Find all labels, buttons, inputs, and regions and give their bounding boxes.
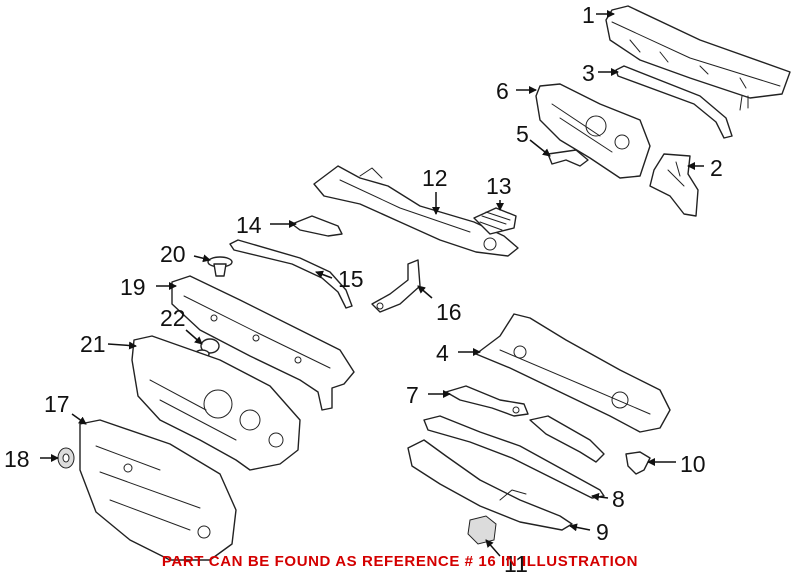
- callout-13: 13: [486, 173, 512, 199]
- part-8-beam-upper: [529, 415, 605, 463]
- part-18-plug: [57, 447, 75, 469]
- callout-19: 19: [120, 274, 146, 300]
- callout-3: 3: [582, 60, 595, 86]
- callout-10: 10: [680, 451, 706, 477]
- callout-9: 9: [596, 519, 609, 545]
- callout-18: 18: [4, 446, 30, 472]
- part-7-reinforcement: [445, 385, 529, 417]
- callout-21: 21: [80, 331, 106, 357]
- part-4-dash-panel: [475, 313, 671, 433]
- callout-22: 22: [160, 305, 186, 331]
- callout-12: 12: [422, 165, 448, 191]
- part-1-cowl-upper: [605, 5, 791, 111]
- callout-6: 6: [496, 78, 509, 104]
- callout-7: 7: [406, 382, 419, 408]
- part-17-lower-insulator: [79, 419, 237, 561]
- callout-8: 8: [612, 486, 625, 512]
- part-15-seal: [229, 239, 353, 309]
- callout-17: 17: [44, 391, 70, 417]
- callout-11: 11: [504, 551, 528, 577]
- callout-4: 4: [436, 340, 449, 366]
- callout-20: 20: [160, 241, 186, 267]
- part-9-lower-member: [407, 439, 573, 531]
- callout-15: 15: [338, 266, 364, 292]
- part-10-bracket: [625, 451, 651, 475]
- part-21-dash-insulator: [131, 335, 301, 471]
- part-19-cross-panel: [171, 275, 355, 411]
- callout-1: 1: [582, 2, 595, 28]
- part-2-extension: [649, 153, 699, 217]
- part-3-seal-strip: [615, 65, 733, 139]
- callout-14: 14: [236, 212, 262, 238]
- reference-note: PART CAN BE FOUND AS REFERENCE # 16 IN I…: [161, 553, 639, 570]
- part-12-cowl-panel: [313, 165, 519, 257]
- callout-16: 16: [436, 299, 462, 325]
- part-14-bracket: [291, 215, 343, 237]
- part-20-clip: [207, 256, 233, 277]
- callout-labels: 1 2 3 4 5 6 7 8 9 10 11 12 13 14 15 16 1…: [4, 2, 723, 577]
- leader-lines: [40, 10, 704, 557]
- part-5-bracket: [547, 149, 589, 167]
- callout-2: 2: [710, 155, 723, 181]
- callout-5: 5: [516, 121, 529, 147]
- part-8-cross-member: [423, 415, 605, 499]
- part-13-vent-grille: [473, 207, 517, 235]
- part-11-clip: [467, 515, 497, 545]
- part-6-insulator: [535, 83, 651, 179]
- part-16-bracket: [371, 259, 421, 313]
